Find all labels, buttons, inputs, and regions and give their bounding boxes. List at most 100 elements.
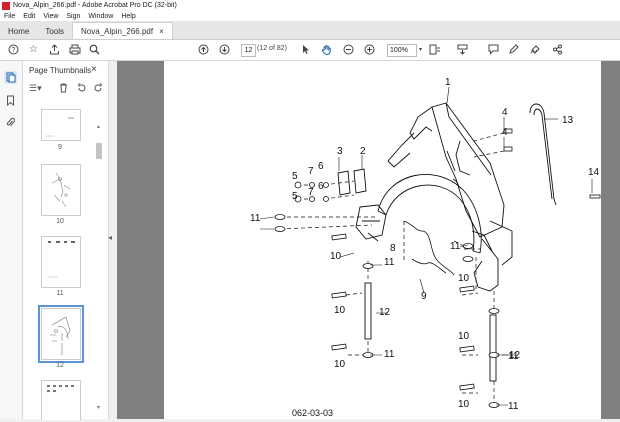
part-callout-5: 5 [292,191,298,202]
part-callout-11: 11 [450,241,461,252]
previous-page-icon[interactable] [197,43,210,56]
rotate-cw-icon[interactable] [93,83,103,95]
part-callout-11: 11 [508,401,519,412]
part-callout-10: 10 [458,273,470,284]
tab-home[interactable]: Home [0,23,37,39]
thumbnail-options-icon[interactable]: ☰▾ [29,83,42,93]
menu-bar: File Edit View Sign Window Help [0,11,620,21]
part-callout-9: 9 [421,291,427,302]
thumbnail-page-13[interactable] [41,380,81,420]
part-callout-10: 10 [330,251,342,262]
thumbnail-label-11: 11 [56,290,64,297]
part-callout-10: 10 [458,399,470,410]
part-callout-10: 10 [334,359,346,370]
title-bar: Nova_Alpin_266.pdf - Adobe Acrobat Pro D… [0,0,620,11]
part-callout-13: 13 [562,115,574,126]
part-callout-11: 11 [508,351,519,362]
part-callout-11: 11 [250,213,261,224]
thumbnail-scrollbar-thumb[interactable] [96,143,102,159]
window-title: Nova_Alpin_266.pdf - Adobe Acrobat Pro D… [13,2,177,9]
menu-window[interactable]: Window [88,12,114,20]
select-cursor-icon[interactable] [299,43,312,56]
panel-toolbar: ☰▾ [27,83,105,97]
menu-help[interactable]: Help [121,12,136,20]
thumbnail-label-12: 12 [56,362,64,369]
part-callout-4: 4 [502,127,508,138]
upload-icon[interactable] [48,43,61,56]
scroll-up-arrow-icon[interactable]: ▴ [97,124,101,130]
thumbnail-label-9: 9 [58,144,62,151]
tab-home-label: Home [8,26,30,36]
zoom-dropdown-chevron-icon[interactable]: ▾ [418,47,422,53]
zoom-out-icon[interactable] [342,43,355,56]
menu-sign[interactable]: Sign [66,12,81,20]
left-navigation-rail [0,61,23,419]
highlight-pen-icon[interactable] [507,43,520,56]
search-icon[interactable] [88,43,101,56]
part-callout-7: 7 [308,187,314,198]
menu-view[interactable]: View [43,12,59,20]
page-thumbnails-icon[interactable] [4,71,17,84]
tab-bar: Home Tools Nova_Alpin_266.pdf × [0,21,620,40]
part-callout-10: 10 [458,331,470,342]
part-callout-6: 6 [318,161,324,172]
svg-text:?: ? [12,47,16,54]
print-icon[interactable] [68,43,81,56]
rotate-ccw-icon[interactable] [77,83,87,95]
delete-page-icon[interactable] [59,83,68,95]
sign-icon[interactable] [529,43,542,56]
zoom-level-select[interactable]: 100% [387,44,417,57]
part-callout-11: 11 [384,257,395,268]
part-callout-12: 12 [379,307,391,318]
scroll-mode-icon[interactable] [456,43,469,56]
part-callout-10: 10 [334,305,346,316]
part-callout-3: 3 [337,146,343,157]
tab-document[interactable]: Nova_Alpin_266.pdf × [72,22,173,39]
thumbnail-page-10[interactable] [41,164,81,216]
bookmark-star-icon[interactable]: ☆ [29,44,38,55]
thumbnail-label-10: 10 [56,218,64,225]
acrobat-app-icon [2,1,10,10]
parts-diagram: 1234455667789101010101010111111111111121… [250,77,601,418]
zoom-level-value: 100% [390,47,408,54]
menu-edit[interactable]: Edit [23,12,36,20]
part-callout-14: 14 [588,167,600,178]
page-thumbnails-panel: Page Thumbnails × ☰▾ 9 10 11 12 ▴ ▾ [23,61,109,420]
part-callout-5: 5 [292,171,298,182]
tab-document-label: Nova_Alpin_266.pdf [81,26,154,36]
help-icon[interactable]: ? [7,43,20,56]
part-callout-6: 6 [318,181,324,192]
toolbar: ? ☆ 12 (12 of 82) 100% ▾ [0,40,620,61]
part-callout-7: 7 [308,166,314,177]
close-tab-icon[interactable]: × [159,26,164,36]
part-callout-2: 2 [360,146,366,157]
next-page-icon[interactable] [218,43,231,56]
page-number-input[interactable]: 12 [241,44,256,57]
attachments-icon[interactable] [4,116,17,129]
comment-icon[interactable] [487,43,500,56]
hand-tool-icon[interactable] [320,43,333,56]
menu-file[interactable]: File [4,12,16,20]
share-icon[interactable] [551,43,564,56]
panel-title: Page Thumbnails [29,66,92,75]
figure-code: 062-03-03 [292,408,333,418]
part-callout-11: 11 [384,349,395,360]
collapse-panel-chevron-icon[interactable]: ◂ [108,233,113,242]
tab-tools-label: Tools [45,26,65,36]
scroll-down-arrow-icon[interactable]: ▾ [97,405,101,411]
thumbnail-page-12[interactable] [38,305,84,363]
tab-tools[interactable]: Tools [37,23,72,39]
part-callout-1: 1 [445,77,451,88]
thumbnail-page-11[interactable] [41,236,81,288]
close-panel-icon[interactable]: × [91,64,97,75]
part-callout-12: 12 [509,350,521,361]
page-display-icon[interactable] [428,43,441,56]
thumbnail-page-9[interactable] [41,109,81,141]
part-callout-4: 4 [502,107,508,118]
page-count: (12 of 82) [257,45,287,52]
part-callout-8: 8 [390,243,396,254]
zoom-in-icon[interactable] [363,43,376,56]
bookmarks-icon[interactable] [4,94,17,107]
